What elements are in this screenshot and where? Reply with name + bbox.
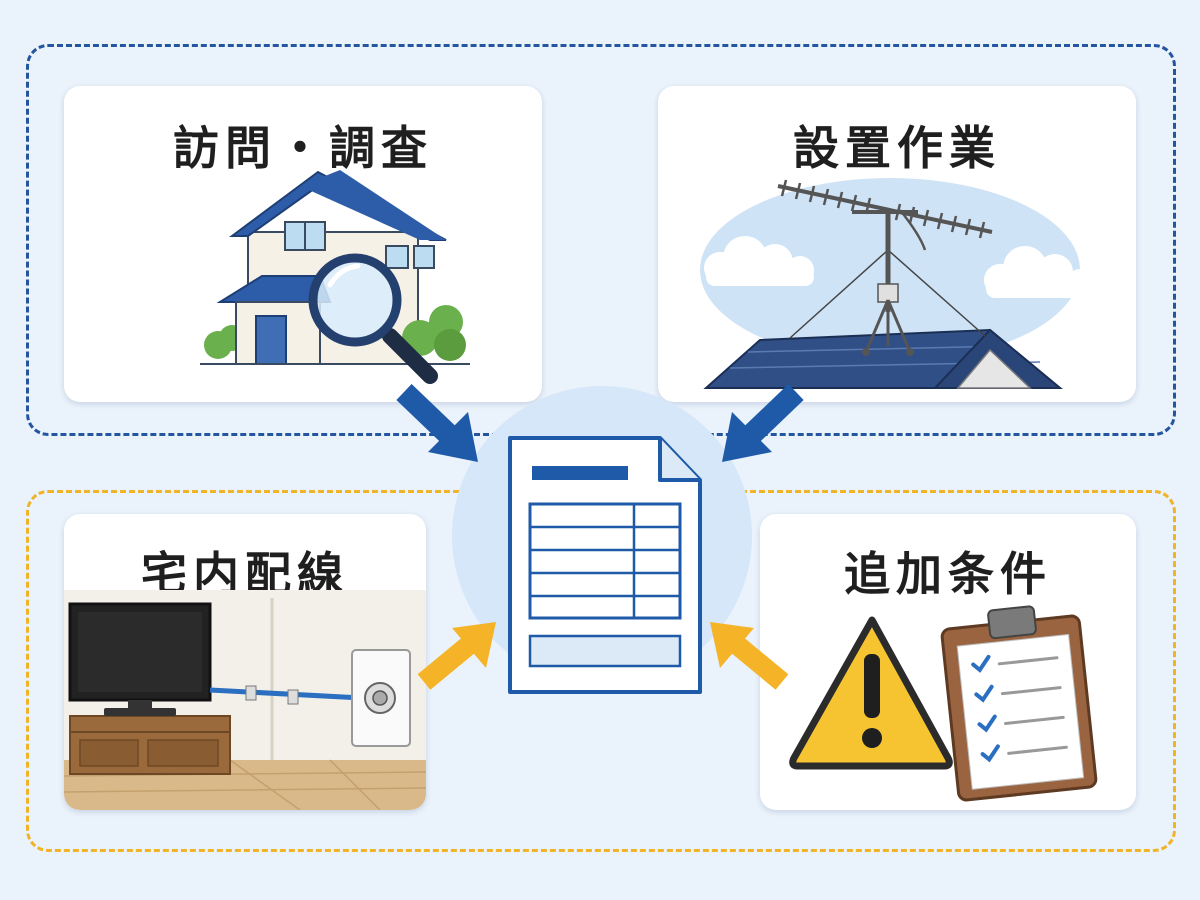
roof-antenna-icon (700, 178, 1096, 389)
survey-title: 訪問・調査 (173, 121, 433, 175)
yellow-arrow-extra (710, 622, 789, 690)
warning-clipboard-icon (789, 605, 1098, 802)
install-title: 設置作業 (793, 121, 1001, 175)
extra-title: 追加条件 (844, 547, 1052, 601)
blue-arrow-install (722, 384, 804, 462)
tv-cable-outlet-icon (64, 590, 426, 810)
yellow-arrow-wiring (417, 622, 496, 690)
estimate-document-icon (452, 386, 752, 694)
blue-arrow-survey (396, 384, 478, 462)
house-magnifier-icon (200, 170, 470, 384)
